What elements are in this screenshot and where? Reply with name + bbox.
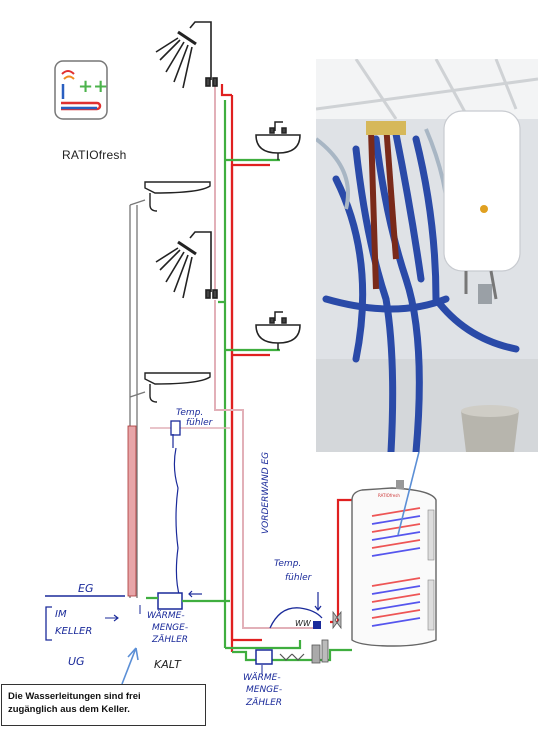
- heat-pipe-segment: [127, 425, 137, 597]
- note-line-2: zugänglich aus dem Keller.: [8, 704, 130, 715]
- heat-meter-top-icon: [146, 590, 230, 610]
- temp-sensor-top-label-1: Temp.: [176, 408, 203, 418]
- drain-stack: [129, 199, 146, 598]
- wmz-bottom-label-1: WÄRME-: [243, 672, 281, 683]
- svg-text:++: ++: [78, 76, 108, 97]
- ratiofresh-logo-icon: ++: [54, 60, 108, 120]
- shower-middle-icon: [155, 231, 218, 299]
- svg-text:RATIOfresh: RATIOfresh: [378, 493, 400, 498]
- temp-sensor-top-label-2: fühler: [186, 418, 214, 428]
- im-keller-label-1: IM: [55, 609, 67, 620]
- im-keller-bracket: [45, 606, 52, 641]
- wmz-bottom-label-3: ZÄHLER: [245, 697, 282, 708]
- note-arrow: [121, 647, 139, 685]
- note-line-1: Die Wasserleitungen sind frei: [8, 691, 141, 702]
- temperature-sensor-top-icon: [170, 420, 181, 599]
- wmz-top-label-1: WÄRME-: [147, 610, 185, 621]
- kalt-label: KALT: [154, 658, 182, 671]
- circulation-line: [214, 84, 275, 629]
- wmz-top-label-3: ZÄHLER: [151, 634, 188, 645]
- temperature-sensor-bottom-icon: [269, 592, 323, 629]
- temp-sensor-bottom-label-1: Temp.: [274, 559, 301, 569]
- fixture-bottom-icon: [144, 372, 211, 403]
- fixture-top-icon: [144, 181, 211, 212]
- wmz-bottom-label-2: MENGE-: [246, 685, 282, 695]
- brand-name: RATIOfresh: [62, 148, 127, 162]
- cold-supply-line: [225, 640, 352, 662]
- eg-label: EG: [78, 582, 93, 595]
- shower-top-icon: [155, 21, 218, 89]
- vorderwand-label: VORDERWAND EG: [261, 452, 271, 534]
- wmz-top-label-2: MENGE-: [152, 623, 188, 633]
- ww-label: WW: [295, 619, 312, 628]
- ug-label: UG: [68, 655, 85, 668]
- heat-meter-bottom-icon: [255, 639, 329, 665]
- mixing-valve-icon: [313, 610, 342, 630]
- temp-sensor-bottom-label-2: fühler: [285, 573, 313, 583]
- installation-photo: [316, 59, 538, 452]
- sink-bottom-icon: [255, 311, 301, 350]
- im-keller-label-2: KELLER: [55, 626, 92, 637]
- info-note: Die Wasserleitungen sind frei zugänglich…: [1, 684, 206, 726]
- cold-water-riser: [218, 100, 280, 648]
- hot-water-riser: [220, 84, 270, 652]
- storage-tank-icon: RATIOfresh: [351, 480, 437, 647]
- sink-top-icon: [255, 121, 301, 160]
